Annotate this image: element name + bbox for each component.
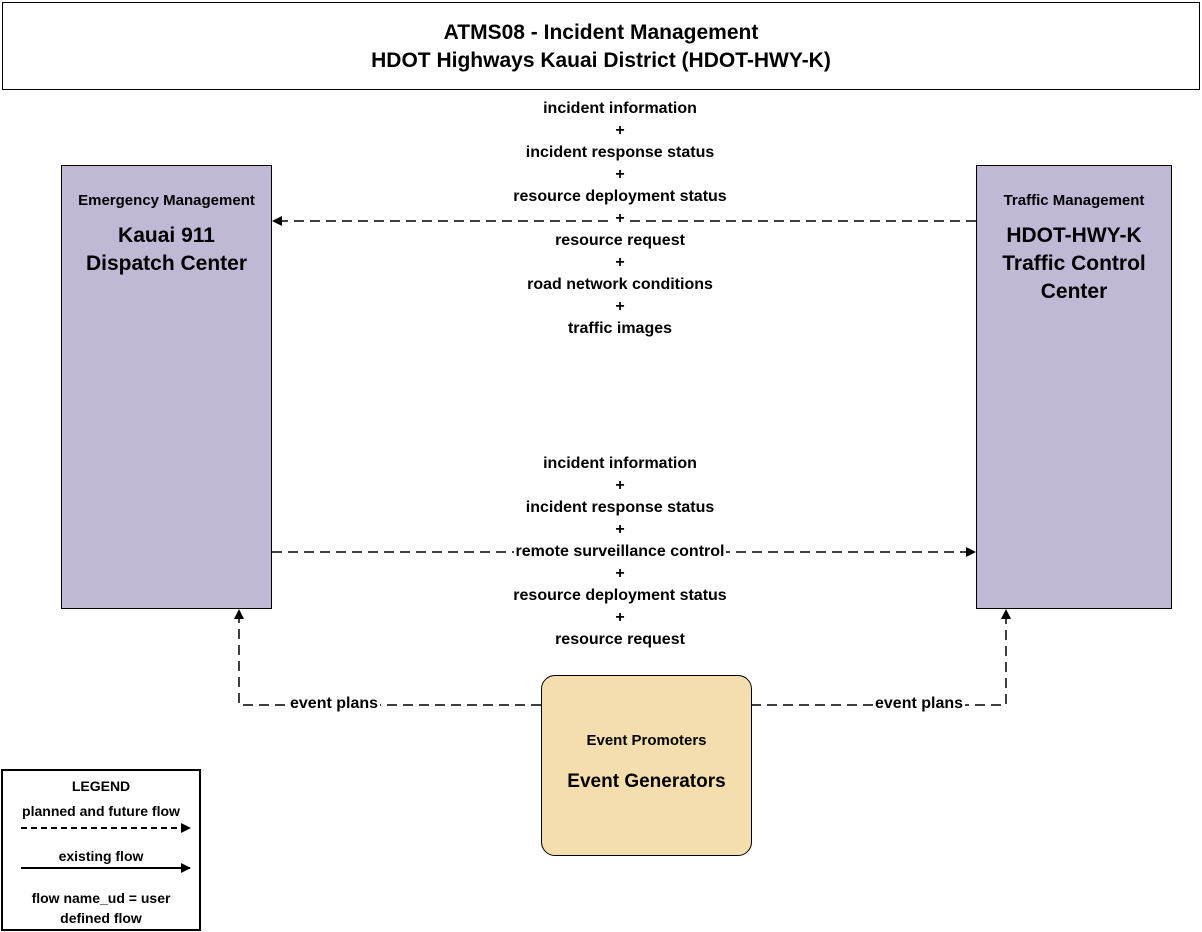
entity-name-line: HDOT-HWY-K <box>1006 224 1142 247</box>
flow-label-event-to-traffic: event plans <box>873 695 966 713</box>
entity-name: Kauai 911 Dispatch Center <box>62 222 271 278</box>
entity-emergency-management[interactable]: Emergency Management Kauai 911 Dispatch … <box>61 165 272 609</box>
flow-separator: + <box>613 563 627 585</box>
entity-name-line: Dispatch Center <box>85 252 248 275</box>
entity-name-line: Traffic Control <box>1002 252 1146 275</box>
diagram-subtitle: HDOT Highways Kauai District (HDOT-HWY-K… <box>371 49 831 72</box>
flow-separator: + <box>613 607 627 629</box>
flow-labels-emergency-to-traffic: incident information + incident response… <box>470 453 770 651</box>
flow-label: resource request <box>553 230 687 252</box>
legend-title: LEGEND <box>71 778 131 794</box>
entity-name: HDOT-HWY-K Traffic Control Center <box>977 222 1171 306</box>
entity-category: Event Promoters <box>586 732 707 749</box>
flow-label: resource deployment status <box>511 186 729 208</box>
entity-event-generators[interactable]: Event Promoters Event Generators <box>541 675 752 856</box>
flow-separator: + <box>613 475 627 497</box>
legend-existing-label: existing flow <box>58 848 144 864</box>
diagram-title: ATMS08 - Incident Management <box>443 21 759 44</box>
legend-user-defined-line: defined flow <box>60 910 142 926</box>
flow-label: resource request <box>553 629 687 651</box>
entity-category: Traffic Management <box>1003 192 1145 209</box>
legend: LEGEND planned and future flow existing … <box>1 769 201 931</box>
legend-user-defined-label: flow name_ud = user defined flow <box>3 888 199 928</box>
flow-labels-traffic-to-emergency: incident information + incident response… <box>470 98 770 340</box>
flow-separator: + <box>613 252 627 274</box>
flow-separator: + <box>613 164 627 186</box>
flow-separator: + <box>613 296 627 318</box>
flow-label: incident response status <box>523 497 717 519</box>
entity-name-line: Center <box>1040 280 1108 303</box>
flow-label: incident response status <box>523 142 717 164</box>
flow-label-event-to-emergency: event plans <box>288 695 381 713</box>
flow-label: remote surveillance control <box>513 541 727 563</box>
flow-separator: + <box>613 519 627 541</box>
entity-name: Event Generators <box>567 771 726 792</box>
flow-line-event-to-traffic <box>751 609 1011 706</box>
flow-label: incident information <box>541 453 699 475</box>
flow-line-event-to-emergency <box>234 609 541 706</box>
flow-separator: + <box>613 208 627 230</box>
entity-category: Emergency Management <box>78 192 255 209</box>
flow-label: incident information <box>541 98 699 120</box>
flow-label: resource deployment status <box>511 585 729 607</box>
flow-label: traffic images <box>565 318 675 340</box>
flow-separator: + <box>613 120 627 142</box>
entity-name-line: Kauai 911 <box>118 224 215 247</box>
flow-label: road network conditions <box>525 274 715 296</box>
legend-user-defined-line: flow name_ud = user <box>31 890 171 906</box>
legend-planned-label: planned and future flow <box>22 803 180 819</box>
diagram-title-box: ATMS08 - Incident Management HDOT Highwa… <box>2 2 1200 90</box>
entity-traffic-management[interactable]: Traffic Management HDOT-HWY-K Traffic Co… <box>976 165 1172 609</box>
